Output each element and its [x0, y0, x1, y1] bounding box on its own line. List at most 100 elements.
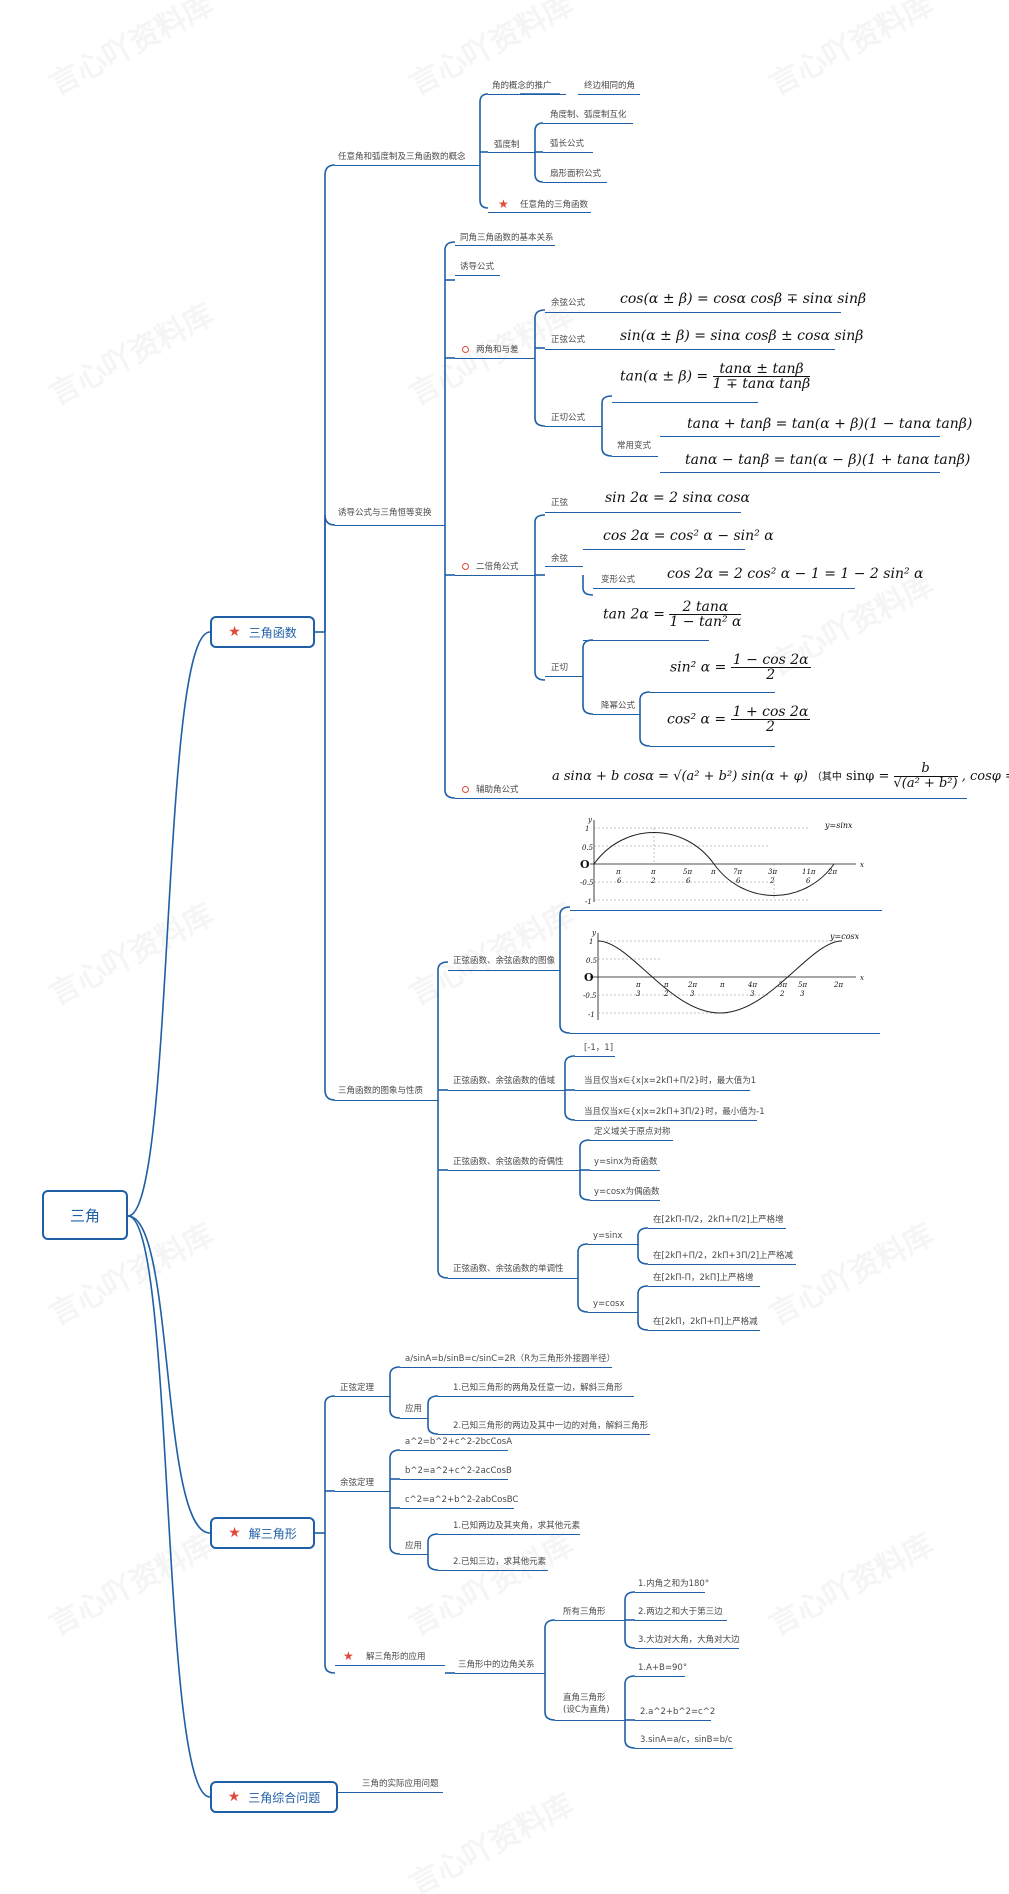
branch-trig-functions[interactable]: ★ 三角函数 — [210, 616, 315, 648]
node-d-sin[interactable]: 正弦 — [551, 498, 569, 508]
node-c3[interactable]: c^2=a^2+b^2-2abCosBC — [405, 1495, 519, 1505]
underline — [438, 1396, 634, 1397]
node-parity-1[interactable]: 定义域关于原点对称 — [594, 1127, 671, 1137]
underline — [545, 349, 835, 350]
node-graph-img[interactable]: 正弦函数、余弦函数的图像 — [453, 956, 556, 966]
underline — [583, 549, 745, 550]
node-sin-formula[interactable]: 正弦公式 — [551, 335, 586, 345]
node-range[interactable]: 正弦函数、余弦函数的值域 — [453, 1076, 556, 1086]
underline — [488, 152, 535, 153]
node-cos-law[interactable]: 余弦定理 — [340, 1478, 375, 1488]
node-s2[interactable]: 2.已知三角形的两边及其中一边的对角，解斜三角形 — [453, 1421, 649, 1431]
node-conversion[interactable]: 角度制、弧度制互化 — [550, 110, 627, 120]
node-sum-diff[interactable]: 两角和与差 — [476, 345, 519, 355]
node-real[interactable]: 三角的实际应用问题 — [362, 1779, 439, 1789]
node-d-tan[interactable]: 正切 — [551, 663, 569, 673]
node-monotonic[interactable]: 正弦函数、余弦函数的单调性 — [453, 1264, 564, 1274]
formula-sin-sum: sin(α ± β) = sinα cosβ ± cosα sinβ — [620, 328, 864, 344]
node-sine-eq[interactable]: a/sinA=b/sinB=c/sinC=2R（R为三角形外接圆半径） — [405, 1354, 616, 1364]
node-ysin[interactable]: y=sinx — [593, 1231, 623, 1241]
node-parity-3[interactable]: y=cosx为偶函数 — [594, 1187, 660, 1197]
underline — [400, 1450, 508, 1451]
formula-aux: a sinα + b cosα = √(a² + b²) sin(α + φ) … — [552, 761, 1009, 791]
svg-text:11π: 11π — [802, 868, 816, 876]
node-a3[interactable]: 3.大边对大角，大角对大边 — [638, 1635, 740, 1645]
node-lower[interactable]: 降幂公式 — [601, 701, 636, 711]
node-app[interactable]: 解三角形的应用 — [366, 1652, 426, 1662]
node-apply[interactable]: 应用 — [405, 1404, 423, 1414]
node-right[interactable]: 直角三角形 — [563, 1693, 606, 1703]
node-graphs[interactable]: 三角函数的图象与性质 — [338, 1086, 424, 1096]
root-node[interactable]: 三角 — [42, 1190, 128, 1240]
node-r2[interactable]: 2.a^2+b^2=c^2 — [640, 1707, 716, 1717]
svg-text:3π: 3π — [778, 981, 787, 989]
node-parity[interactable]: 正弦函数、余弦函数的奇偶性 — [453, 1157, 564, 1167]
svg-text:π: π — [663, 981, 669, 989]
node-d-cos[interactable]: 余弦 — [551, 554, 569, 564]
underline — [578, 94, 640, 95]
node-mono-2[interactable]: 在[2kΠ+Π/2，2kΠ+3Π/2]上严格减 — [653, 1251, 794, 1261]
node-mono-1[interactable]: 在[2kΠ-Π/2，2kΠ+Π/2]上严格增 — [653, 1215, 784, 1225]
node-r1[interactable]: 1.A+B=90° — [638, 1663, 688, 1673]
node-apply2[interactable]: 应用 — [405, 1541, 423, 1551]
node-parity-2[interactable]: y=sinx为奇函数 — [594, 1157, 658, 1167]
svg-text:6: 6 — [617, 877, 622, 885]
sine-graph: 10.5O -0.5-1 yx π6 π2 5π6 π 7π6 3π2 11π6… — [580, 816, 864, 906]
node-a1[interactable]: 1.内角之和为180° — [638, 1579, 710, 1589]
underline — [590, 1170, 660, 1171]
node-range-min[interactable]: 当且仅当x∈{x|x=2kΠ+3Π/2}时，最小值为-1 — [584, 1107, 765, 1117]
underline — [400, 1367, 612, 1368]
underline — [455, 1673, 545, 1674]
node-c5[interactable]: 2.已知三边，求其他元素 — [453, 1557, 547, 1567]
node-c4[interactable]: 1.已知两边及其夹角，求其他元素 — [453, 1521, 581, 1531]
branch-solve-triangles[interactable]: ★ 解三角形 — [210, 1517, 315, 1549]
svg-text:y: y — [587, 816, 593, 824]
node-c1[interactable]: a^2=b^2+c^2-2bcCosA — [405, 1437, 513, 1447]
node-c2[interactable]: b^2=a^2+c^2-2acCosB — [405, 1466, 512, 1476]
node-radian[interactable]: 弧度制 — [494, 140, 520, 150]
underline — [400, 1554, 428, 1555]
formula-tan-var2: tanα − tanβ = tan(α − β)(1 + tanα tanβ) — [685, 452, 971, 468]
node-sector-area[interactable]: 扇形面积公式 — [550, 169, 602, 179]
svg-text:x: x — [860, 861, 864, 869]
branch-comprehensive[interactable]: ★ 三角综合问题 — [210, 1781, 338, 1813]
node-range-max[interactable]: 当且仅当x∈{x|x=2kΠ+Π/2}时，最大值为1 — [584, 1076, 757, 1086]
node-a2[interactable]: 2.两边之和大于第三边 — [638, 1607, 723, 1617]
node-ycos[interactable]: y=cosx — [593, 1299, 625, 1309]
node-aux[interactable]: 辅助角公式 — [476, 785, 519, 795]
svg-text:x: x — [860, 974, 864, 982]
underline — [648, 1264, 796, 1265]
node-s1[interactable]: 1.已知三角形的两角及任意一边，解斜三角形 — [453, 1383, 623, 1393]
node-cos-formula[interactable]: 余弦公式 — [551, 298, 586, 308]
svg-text:2π: 2π — [687, 981, 697, 989]
underline — [635, 1676, 685, 1677]
svg-text:6: 6 — [806, 877, 811, 885]
node-angle-ext[interactable]: 角的概念的推广 — [492, 81, 552, 91]
underline — [438, 1534, 580, 1535]
node-sine-law[interactable]: 正弦定理 — [340, 1383, 375, 1393]
node-concept[interactable]: 任意角和弧度制及三角函数的概念 — [338, 152, 466, 162]
formula-cos2a-var: cos 2α = 2 cos² α − 1 = 1 − 2 sin² α — [667, 566, 924, 582]
node-mono-3[interactable]: 在[2kΠ-Π，2kΠ]上严格增 — [653, 1273, 754, 1283]
node-tan-formula[interactable]: 正切公式 — [551, 413, 586, 423]
node-identity[interactable]: 诱导公式与三角恒等变换 — [338, 508, 432, 518]
node-double-angle[interactable]: 二倍角公式 — [476, 562, 519, 572]
node-common-var[interactable]: 常用变式 — [617, 441, 652, 451]
svg-text:3: 3 — [750, 990, 755, 998]
node-same-angle[interactable]: 同角三角函数的基本关系 — [460, 233, 554, 243]
underline — [570, 910, 882, 911]
node-induction[interactable]: 诱导公式 — [460, 262, 495, 272]
node-all[interactable]: 所有三角形 — [563, 1607, 606, 1617]
node-rel[interactable]: 三角形中的边角关系 — [458, 1660, 535, 1670]
underline — [545, 676, 583, 677]
node-range-value[interactable]: [-1，1] — [584, 1043, 614, 1053]
node-coterminal[interactable]: 终边相同的角 — [584, 81, 636, 91]
node-arc-length[interactable]: 弧长公式 — [550, 139, 585, 149]
underline — [545, 426, 602, 427]
node-r3[interactable]: 3.sinA=a/c，sinB=b/c — [640, 1735, 733, 1745]
node-mono-4[interactable]: 在[2kΠ，2kΠ+Π]上严格减 — [653, 1317, 758, 1327]
node-any-trig[interactable]: 任意角的三角函数 — [520, 200, 589, 210]
node-d-var[interactable]: 变形公式 — [601, 575, 636, 585]
underline — [635, 1720, 711, 1721]
